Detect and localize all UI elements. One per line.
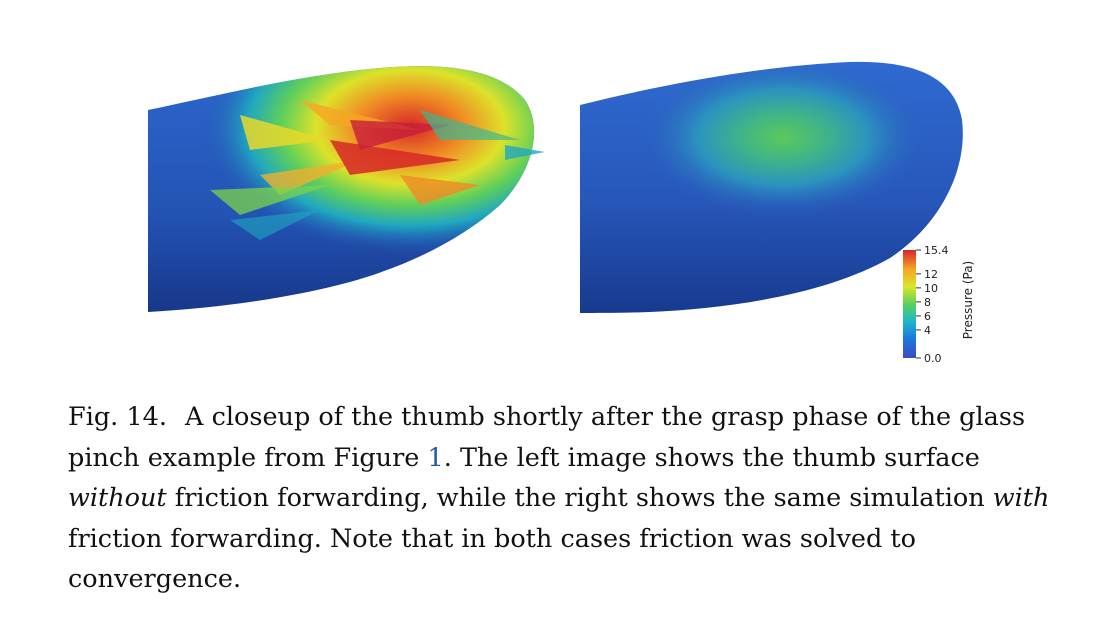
colorbar-title: Pressure (Pa): [961, 261, 975, 339]
left-thumb-image: [148, 66, 545, 312]
caption-text-4: friction forwarding. Note that in both c…: [68, 523, 916, 595]
colorbar-tick-label: 15.4: [924, 244, 949, 257]
colorbar-gradient: [903, 250, 916, 358]
colorbar-tick-label: 12: [924, 268, 938, 281]
caption-emphasis-without: without: [68, 483, 167, 513]
figure-caption: Fig. 14. A closeup of the thumb shortly …: [68, 397, 1058, 600]
caption-text-1: A closeup of the thumb shortly after the…: [68, 402, 1026, 473]
colorbar-tick-label: 0.0: [924, 352, 942, 365]
figure-reference-link[interactable]: 1: [427, 442, 444, 473]
colorbar-tick-label: 8: [924, 296, 931, 309]
right-thumb-image: [580, 61, 963, 313]
colorbar-tick-label: 10: [924, 282, 938, 295]
colorbar-tick-label: 4: [924, 324, 931, 337]
caption-text-3: friction forwarding, while the right sho…: [166, 483, 993, 513]
caption-text-2: . The left image shows the thumb surface: [443, 442, 980, 473]
figure-label: Fig. 14.: [68, 402, 167, 432]
colorbar-tick-label: 6: [924, 310, 931, 323]
caption-emphasis-with: with: [992, 483, 1050, 513]
